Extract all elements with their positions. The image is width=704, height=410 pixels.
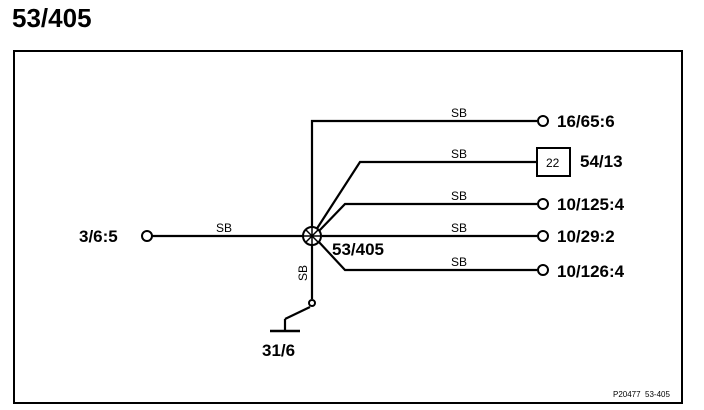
reference-code: P20477 53-405 — [613, 390, 670, 399]
branch-label: 10/125:4 — [557, 195, 625, 214]
branch-wire-color: SB — [451, 106, 467, 120]
switch-contact-icon — [308, 299, 316, 307]
branch-wire: SB 10/29:2 — [322, 221, 615, 246]
ground-label: 31/6 — [262, 341, 295, 360]
ground-wire: SB 31/6 — [262, 242, 316, 360]
branch-wire-color: SB — [451, 221, 467, 235]
branch-wire-color: SB — [451, 255, 467, 269]
ground-wire-color: SB — [296, 265, 310, 281]
terminal-circle-icon — [537, 230, 549, 242]
terminal-circle-icon — [141, 230, 153, 242]
left-wire-color: SB — [216, 221, 232, 235]
branch-label: 10/126:4 — [557, 262, 625, 281]
page-title: 53/405 — [12, 3, 92, 33]
component-box-number: 22 — [546, 156, 560, 170]
terminal-circle-icon — [537, 115, 549, 127]
branch-wire: SB 16/65:6 — [310, 106, 615, 230]
branch-label: 54/13 — [580, 152, 623, 171]
branch-wire: 22 SB 54/13 — [315, 147, 623, 231]
terminal-circle-icon — [537, 198, 549, 210]
branch-label: 16/65:6 — [557, 112, 615, 131]
splice-label: 53/405 — [332, 240, 384, 259]
branch-wire: SB 10/125:4 — [317, 189, 625, 233]
left-terminal-label: 3/6:5 — [79, 227, 118, 246]
branch-label: 10/29:2 — [557, 227, 615, 246]
left-wire: 3/6:5 SB — [79, 221, 304, 246]
terminal-circle-icon — [537, 264, 549, 276]
branch-wire: SB 10/126:4 — [317, 240, 625, 281]
diagram-frame — [13, 50, 683, 404]
splice-node-icon — [302, 226, 322, 246]
branch-wire-color: SB — [451, 147, 467, 161]
component-box — [536, 147, 571, 177]
branch-wire-color: SB — [451, 189, 467, 203]
